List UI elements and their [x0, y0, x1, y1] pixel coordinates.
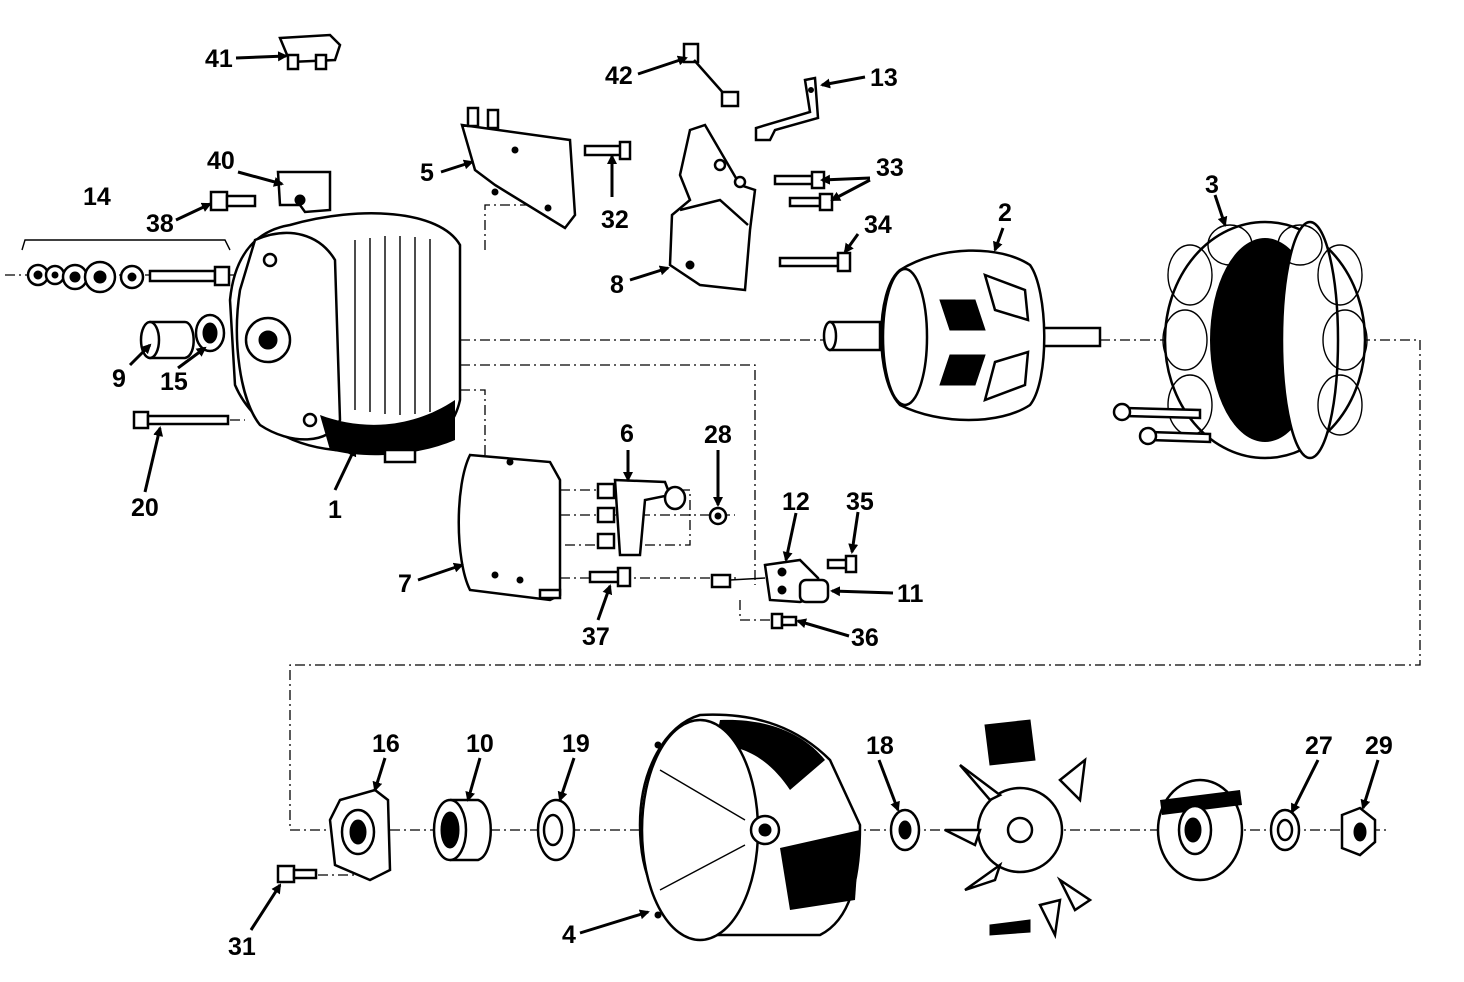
callout-42: 42	[605, 62, 633, 90]
part-28-nut	[708, 506, 728, 526]
part-20-through-bolt	[132, 410, 230, 430]
part-14-bolt-set	[21, 239, 231, 294]
callout-16: 16	[372, 730, 400, 758]
part-fan	[944, 719, 1093, 940]
part-18-collar	[889, 808, 921, 852]
callout-7: 7	[398, 570, 412, 598]
part-5-plate	[460, 106, 577, 230]
callout-41: 41	[205, 45, 233, 73]
part-9-bushing	[139, 320, 195, 360]
callout-arrows	[128, 51, 1380, 935]
part-1-end-frame	[228, 212, 462, 464]
part-4-drive-end-frame	[638, 713, 862, 942]
part-15-seal	[194, 313, 226, 353]
callout-14: 14	[83, 183, 111, 211]
part-32-screw	[583, 140, 632, 161]
callout-35: 35	[846, 488, 874, 516]
part-19-spacer	[536, 798, 576, 862]
part-34-screw	[778, 251, 852, 273]
callout-10: 10	[466, 730, 494, 758]
part-27-washer	[1269, 808, 1301, 852]
part-42-lever	[682, 42, 740, 108]
callout-9: 9	[112, 365, 126, 393]
part-33-screws	[773, 170, 834, 212]
callout-4: 4	[562, 921, 576, 949]
callout-13: 13	[870, 64, 898, 92]
part-pulley	[1156, 778, 1244, 882]
callout-36: 36	[851, 624, 879, 652]
callout-labels: 41 42 13 5 40 38 32 33 34 14 2 3 8 9 15 …	[83, 45, 1393, 961]
part-37-screw	[588, 566, 632, 588]
callout-6: 6	[620, 420, 634, 448]
callout-8: 8	[610, 271, 624, 299]
part-3-stator	[1112, 220, 1368, 460]
callout-32: 32	[601, 206, 629, 234]
part-6-diode-trio	[596, 478, 687, 557]
callout-29: 29	[1365, 732, 1393, 760]
callout-19: 19	[562, 730, 590, 758]
callout-27: 27	[1305, 732, 1333, 760]
callout-33: 33	[876, 154, 904, 182]
part-41-cap	[278, 33, 342, 71]
callout-12: 12	[782, 488, 810, 516]
part-38-screw	[209, 190, 257, 212]
part-13-strap	[754, 76, 820, 142]
part-11-capacitor	[710, 573, 830, 604]
callout-31: 31	[228, 933, 256, 961]
callout-37: 37	[582, 623, 610, 651]
callout-28: 28	[704, 421, 732, 449]
callout-5: 5	[420, 159, 434, 187]
callout-2: 2	[998, 199, 1012, 227]
part-29-nut	[1340, 806, 1377, 857]
part-2-rotor	[822, 249, 1102, 422]
callout-38: 38	[146, 210, 174, 238]
part-16-retainer	[328, 788, 392, 882]
callout-40: 40	[207, 147, 235, 175]
part-40-clip	[276, 170, 332, 214]
part-8-bracket	[668, 123, 757, 292]
callout-18: 18	[866, 732, 894, 760]
callout-1: 1	[328, 496, 342, 524]
callout-11: 11	[897, 580, 924, 608]
part-31-screw	[276, 864, 318, 884]
callout-20: 20	[131, 494, 159, 522]
callout-15: 15	[160, 368, 188, 396]
part-36-screw	[770, 612, 798, 630]
callout-34: 34	[864, 211, 892, 239]
callout-3: 3	[1205, 171, 1219, 199]
part-7-rectifier-bridge	[457, 453, 562, 602]
part-35-screw	[826, 554, 858, 574]
part-10-bearing	[432, 798, 492, 862]
